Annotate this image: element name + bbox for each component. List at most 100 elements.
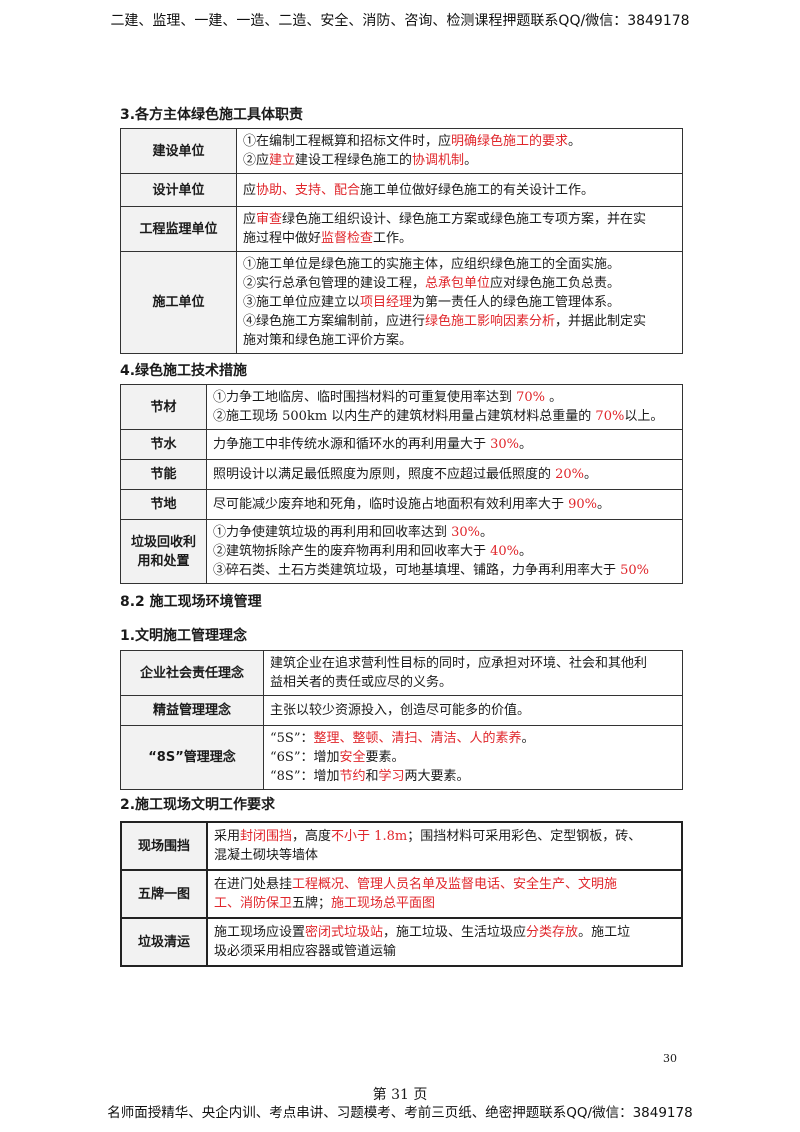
body-text: 照明设计以满足最低照度为原则，照度不应超过最低照度的	[213, 467, 556, 482]
body-text: 以上。	[624, 409, 664, 424]
content-line: ②建筑物拆除产生的废弃物再利用和回收率大于 40%。	[213, 542, 676, 561]
content-line: “8S”：增加节约和学习两大要素。	[270, 767, 676, 786]
body-text: ，高度	[292, 829, 332, 844]
content-line: 应审查绿色施工组织设计、绿色施工方案或绿色施工专项方案，并在实	[243, 210, 676, 229]
highlight-text: 协调机制	[412, 153, 465, 168]
row-content: 主张以较少资源投入，创造尽可能多的价值。	[263, 695, 683, 726]
body-text: 建筑企业在追求营利性目标的同时，应承担对环境、社会和其他利	[270, 656, 648, 671]
highlight-text: 40%	[490, 544, 520, 559]
highlight-text: 明确绿色施工的要求	[451, 134, 569, 149]
content-line: 应协助、支持、配合施工单位做好绿色施工的有关设计工作。	[243, 181, 676, 200]
row-content: 照明设计以满足最低照度为原则，照度不应超过最低照度的 20%。	[206, 459, 683, 490]
body-text: ；围挡材料可采用彩色、定型钢板，砖、	[407, 829, 642, 844]
body-text: 施对策和绿色施工评价方案。	[243, 333, 413, 348]
content-line: 在进门处悬挂工程概况、管理人员名单及监督电话、安全生产、文明施	[214, 875, 675, 894]
body-text: 在进门处悬挂	[214, 877, 293, 892]
body-text: 和	[365, 769, 379, 784]
table-row: 企业社会责任理念建筑企业在追求营利性目标的同时，应承担对环境、社会和其他利益相关…	[120, 650, 683, 696]
body-text: ④绿色施工方案编制前，应进行	[243, 314, 426, 329]
content-line: 施过程中做好监督检查工作。	[243, 229, 676, 248]
content-line: 力争施工中非传统水源和循环水的再利用量大于 30%。	[213, 435, 676, 454]
body-text: 益相关者的责任或应尽的义务。	[270, 675, 453, 690]
highlight-text: 50%	[620, 563, 650, 578]
highlight-text: 30%	[490, 437, 520, 452]
sub2-title: 2.施工现场文明工作要求	[120, 797, 276, 813]
page-label: 第 31 页	[372, 1087, 428, 1103]
body-text: 力争施工中非传统水源和循环水的再利用量大于	[213, 437, 491, 452]
body-text: 。	[584, 467, 598, 482]
body-text: ①力争使建筑垃圾的再利用和回收率达到	[213, 525, 452, 540]
content-line: 工、消防保卫五牌；施工现场总平面图	[214, 894, 675, 913]
row-label: 建设单位	[120, 128, 237, 174]
table-row: “8S”管理理念“5S”：整理、整顿、清扫、清洁、人的素养。“6S”：增加安全要…	[120, 725, 683, 790]
content-line: 主张以较少资源投入，创造尽可能多的价值。	[270, 701, 676, 720]
table-row: 五牌一图在进门处悬挂工程概况、管理人员名单及监督电话、安全生产、文明施工、消防保…	[120, 869, 683, 919]
row-label: 节材	[120, 384, 207, 430]
content-line: 照明设计以满足最低照度为原则，照度不应超过最低照度的 20%。	[213, 465, 676, 484]
sub1-title: 1.文明施工管理理念	[120, 628, 248, 644]
body-text: 混凝土砌块等墙体	[214, 848, 319, 863]
highlight-text: 审查	[256, 212, 283, 227]
highlight-text: 整理、整顿、清扫、清洁、人的素养	[313, 731, 522, 746]
highlight-text: 不小于 1.8m	[331, 829, 408, 844]
highlight-text: 90%	[568, 497, 598, 512]
body-text: 采用	[214, 829, 241, 844]
row-content: “5S”：整理、整顿、清扫、清洁、人的素养。“6S”：增加安全要素。“8S”：增…	[263, 725, 683, 790]
body-text: 圾必须采用相应容器或管道运输	[214, 944, 397, 959]
body-text: 。	[480, 525, 494, 540]
row-content: ①力争使建筑垃圾的再利用和回收率达到 30%。②建筑物拆除产生的废弃物再利用和回…	[206, 519, 683, 584]
content-line: 益相关者的责任或应尽的义务。	[270, 673, 676, 692]
row-content: 采用封闭围挡，高度不小于 1.8m；围挡材料可采用彩色、定型钢板，砖、混凝土砌块…	[206, 821, 683, 871]
row-content: ①在编制工程概算和招标文件时，应明确绿色施工的要求。②应建立建设工程绿色施工的协…	[236, 128, 683, 174]
body-text: 。	[545, 390, 563, 405]
highlight-text: 工程概况、管理人员名单及监督电话、安全生产、文明施	[292, 877, 618, 892]
concept-table: 企业社会责任理念建筑企业在追求营利性目标的同时，应承担对环境、社会和其他利益相关…	[120, 650, 683, 790]
row-label: 节水	[120, 429, 207, 460]
highlight-text: 绿色施工影响因素分析	[425, 314, 556, 329]
section4-title: 4.绿色施工技术措施	[120, 363, 248, 379]
body-text: ②建筑物拆除产生的废弃物再利用和回收率大于	[213, 544, 491, 559]
highlight-text: 分类存放	[526, 925, 579, 940]
body-text: ②应	[243, 153, 270, 168]
body-text: 五牌；	[292, 896, 332, 911]
highlight-text: 总承包单位	[425, 276, 491, 291]
table-row: 垃圾清运施工现场应设置密闭式垃圾站，施工垃圾、生活垃圾应分类存放。施工垃圾必须采…	[120, 917, 683, 967]
highlight-text: 学习	[378, 769, 405, 784]
body-text: 为第一责任人的绿色施工管理体系。	[412, 295, 621, 310]
body-text: 主张以较少资源投入，创造尽可能多的价值。	[270, 703, 531, 718]
body-text: 应对绿色施工负总责。	[490, 276, 621, 291]
content-line: ①力争使建筑垃圾的再利用和回收率达到 30%。	[213, 523, 676, 542]
highlight-text: 工、消防保卫	[214, 896, 293, 911]
content-line: ①施工单位是绿色施工的实施主体，应组织绿色施工的全面实施。	[243, 255, 676, 274]
highlight-text: 节约	[339, 769, 366, 784]
content-line: ③碎石类、土石方类建筑垃圾，可地基填埋、铺路，力争再利用率大于 50%	[213, 561, 676, 580]
body-text: ②实行总承包管理的建设工程，	[243, 276, 426, 291]
body-text: 建设工程绿色施工的	[295, 153, 413, 168]
row-content: ①施工单位是绿色施工的实施主体，应组织绿色施工的全面实施。 ②实行总承包管理的建设…	[236, 251, 683, 354]
row-label: 精益管理理念	[120, 695, 264, 726]
table-row: 现场围挡采用封闭围挡，高度不小于 1.8m；围挡材料可采用彩色、定型钢板，砖、混…	[120, 821, 683, 871]
content-line: ①在编制工程概算和招标文件时，应明确绿色施工的要求。	[243, 132, 676, 151]
body-text: 两大要素。	[404, 769, 470, 784]
row-label: 设计单位	[120, 173, 237, 207]
row-label: 工程监理单位	[120, 206, 237, 252]
table-row: 节水力争施工中非传统水源和循环水的再利用量大于 30%。	[120, 429, 683, 460]
content-line: 施工现场应设置密闭式垃圾站，施工垃圾、生活垃圾应分类存放。施工垃	[214, 923, 675, 942]
body-text: ③施工单位应建立以	[243, 295, 361, 310]
table-row: 精益管理理念主张以较少资源投入，创造尽可能多的价值。	[120, 695, 683, 726]
row-label: 现场围挡	[120, 821, 208, 871]
body-text: ①力争工地临房、临时围挡材料的可重复使用率达到	[213, 390, 517, 405]
body-text: 应	[243, 212, 257, 227]
body-text: ②施工现场 500km 以内生产的建筑材料用量占建筑材料总重量的	[213, 409, 596, 424]
body-text: 应	[243, 182, 257, 198]
row-content: 施工现场应设置密闭式垃圾站，施工垃圾、生活垃圾应分类存放。施工垃圾必须采用相应容…	[206, 917, 683, 967]
section82-title: 8.2 施工现场环境管理	[120, 594, 262, 610]
highlight-text: 安全	[339, 750, 366, 765]
table-row: 节能照明设计以满足最低照度为原则，照度不应超过最低照度的 20%。	[120, 459, 683, 490]
content-line: “5S”：整理、整顿、清扫、清洁、人的素养。	[270, 729, 676, 748]
body-text: 。	[464, 153, 478, 168]
